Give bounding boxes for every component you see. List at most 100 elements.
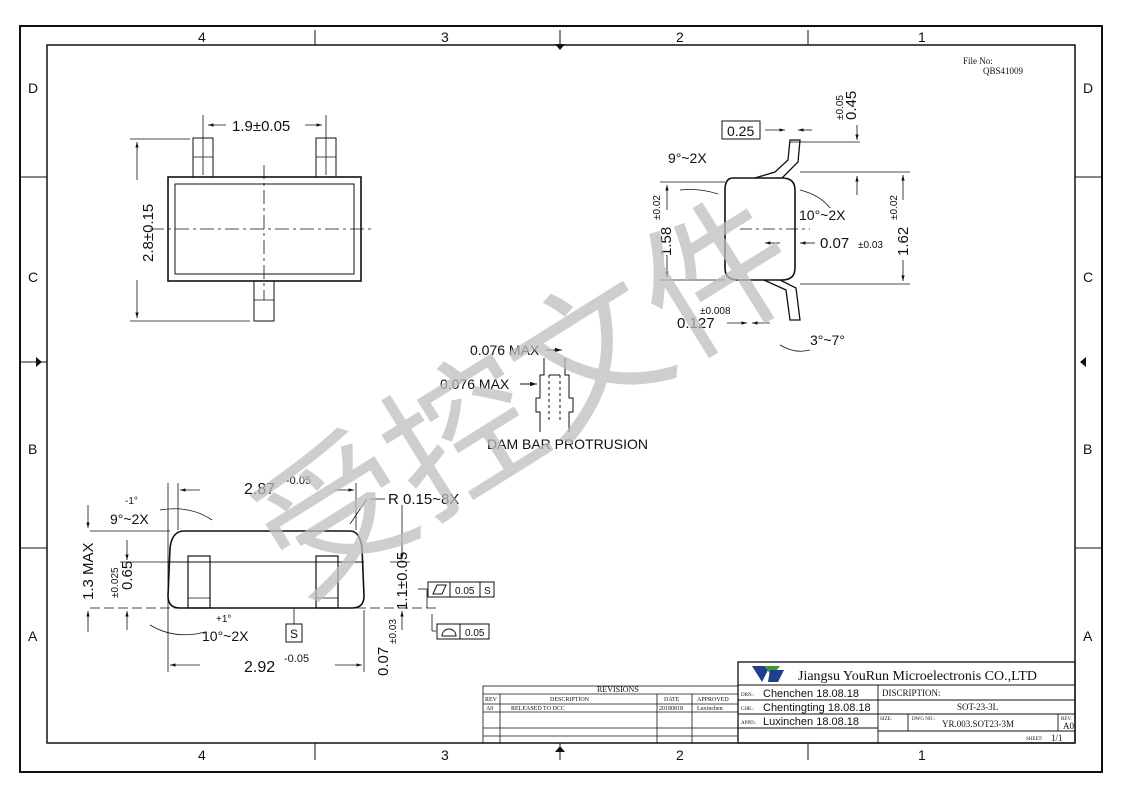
company-logo <box>752 666 784 682</box>
col-label-top-3: 3 <box>441 29 449 45</box>
top-width-dim: 1.9±0.05 <box>232 118 290 135</box>
center-mark-top <box>555 44 565 50</box>
col-label-top-1: 1 <box>918 29 926 45</box>
col-label-bottom-2: 2 <box>676 747 684 763</box>
row-label-right-d: D <box>1083 80 1093 96</box>
drn-label: DRN.: <box>741 693 754 698</box>
front-height-2: 1.1±0.05 <box>394 552 411 610</box>
rev-value: A0 <box>1063 721 1074 731</box>
file-no-label: File No: <box>963 56 993 66</box>
top-height-dim: 2.8±0.15 <box>140 204 157 262</box>
col-label-top-4: 4 <box>198 29 206 45</box>
appd-label: APPD.: <box>741 721 756 726</box>
company-name: Jiangsu YouRun Microelectronis CO.,LTD <box>798 669 1037 684</box>
front-bottom-length-tol: -0.05 <box>284 653 309 665</box>
rev-col-rev: REV <box>485 697 498 703</box>
side-height-left-tol: ±0.02 <box>652 195 663 220</box>
row-label-right-c: C <box>1083 269 1093 285</box>
row-label-right-b: B <box>1083 441 1092 457</box>
dwg-value: YR.003.SOT23-3M <box>942 719 1014 729</box>
front-top-length-tol: -0.05 <box>286 475 311 487</box>
side-thickness: 0.07 <box>820 235 849 252</box>
top-view <box>130 115 375 322</box>
front-height-1-tol: ±0.025 <box>110 567 121 598</box>
revisions-title: REVISIONS <box>597 685 639 694</box>
front-angle-bottom-tol: +1° <box>216 614 231 625</box>
outer-border <box>19 25 1103 773</box>
front-height-1: 0.65 <box>119 561 136 590</box>
sheet-value: 1/1 <box>1051 733 1063 743</box>
side-foot-angle: 3°~7° <box>810 332 845 348</box>
col-label-bottom-3: 3 <box>441 747 449 763</box>
flatness-datum: S <box>484 586 491 597</box>
col-label-bottom-4: 4 <box>198 747 206 763</box>
drn-value: Chenchen 18.08.18 <box>763 688 859 700</box>
dwg-label: DWG NO.: <box>912 717 935 722</box>
dam-bar-caption: DAM BAR PROTRUSION <box>487 436 648 452</box>
front-foot-tol: ±0.03 <box>388 619 399 644</box>
center-mark-left <box>36 357 42 367</box>
row-label-left-b: B <box>28 441 37 457</box>
file-no-value: QBS41009 <box>983 66 1024 76</box>
profile-icon <box>441 628 457 637</box>
front-angle-bottom: 10°~2X <box>202 628 249 644</box>
side-lead-top-tol: ±0.05 <box>835 95 846 120</box>
front-angle-top: 9°~2X <box>110 511 149 527</box>
chk-value: Chentingting 18.08.18 <box>763 702 871 714</box>
row-label-right-a: A <box>1083 628 1093 644</box>
side-lead-thickness: 0.127 <box>677 315 715 332</box>
dam-bar-max-1: 0.076 MAX <box>470 342 540 358</box>
side-height-right-tol: ±0.02 <box>889 195 900 220</box>
flatness-frame <box>427 581 495 598</box>
dam-bar-detail <box>520 347 574 432</box>
chk-label: CHK.: <box>741 707 754 712</box>
description-label: DISCRIPTION: <box>882 688 941 698</box>
center-mark-bottom <box>555 746 565 752</box>
side-height-left: 1.58 <box>658 227 675 256</box>
revisions-table <box>482 685 739 744</box>
front-view <box>86 483 440 672</box>
flatness-icon <box>432 584 447 595</box>
dam-bar-max-2: 0.076 MAX <box>440 376 510 392</box>
side-lead-thickness-tol: ±0.008 <box>700 306 731 317</box>
datum-box <box>285 623 303 643</box>
rev-cell-date: 20180818 <box>659 706 683 712</box>
description-value: SOT-23-3L <box>957 702 998 712</box>
appd-value: Luxinchen 18.08.18 <box>763 716 859 728</box>
center-mark-right <box>1080 357 1086 367</box>
sheet-label: SHEET: <box>1026 737 1043 742</box>
zone-ticks <box>20 30 1102 760</box>
basic-dim-box <box>721 120 761 140</box>
watermark: 受控文件 <box>227 165 828 631</box>
size-label: SIZE: <box>880 717 892 722</box>
profile-frame <box>436 623 490 640</box>
flatness-value: 0.05 <box>455 586 475 597</box>
side-lead-top: 0.45 <box>843 91 860 120</box>
side-angle-right: 10°~2X <box>799 207 846 223</box>
row-label-left-d: D <box>28 80 38 96</box>
front-foot: 0.07 <box>375 647 392 676</box>
col-label-bottom-1: 1 <box>918 747 926 763</box>
row-label-left-a: A <box>28 628 38 644</box>
rev-col-date: DATE <box>664 697 680 703</box>
profile-value: 0.05 <box>465 628 485 639</box>
title-block <box>737 661 1076 744</box>
rev-col-description: DESCRIPTION <box>550 697 590 703</box>
side-view <box>660 125 910 352</box>
col-label-top-2: 2 <box>676 29 684 45</box>
front-angle-top-tol: -1° <box>125 496 138 507</box>
row-label-left-c: C <box>28 269 38 285</box>
side-angle-left: 9°~2X <box>668 150 707 166</box>
front-max-height: 1.3 MAX <box>80 542 97 600</box>
datum-letter: S <box>290 627 298 641</box>
front-radius: R 0.15~8X <box>388 491 459 508</box>
side-height-right: 1.62 <box>895 227 912 256</box>
rev-cell-description: RELEASED TO DCC <box>511 706 565 712</box>
side-box-dim: 0.25 <box>727 123 754 139</box>
side-thickness-tol: ±0.03 <box>858 240 883 251</box>
rev-cell-approved: Luxinchen <box>697 706 723 712</box>
rev-cell-rev: A0 <box>486 706 493 712</box>
front-top-length: 2.87 <box>244 481 275 498</box>
rev-label: REV. <box>1061 717 1072 722</box>
